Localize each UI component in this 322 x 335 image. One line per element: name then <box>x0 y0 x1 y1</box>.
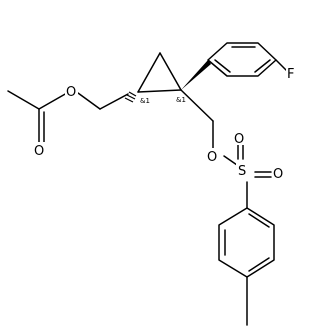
hashed-wedge-left <box>124 91 137 103</box>
ch2-to-cyclopropane-bond <box>99 93 129 110</box>
tosyl-ester-oxygen-label: O <box>207 150 217 165</box>
ester-oxygen-to-ch2-bond <box>77 92 101 110</box>
fluorophenyl-ring <box>207 42 277 77</box>
right-stereo-label: &1 <box>176 96 186 104</box>
bold-wedge-to-aryl <box>181 60 211 90</box>
cyclopropane-bond-top-right <box>159 52 182 91</box>
fluorine-label: F <box>287 67 294 82</box>
tolyl-ring <box>218 207 275 278</box>
sulfonyl-oxygen-top-label: O <box>234 132 244 147</box>
right-stereocenter-to-ch2-bond <box>180 89 214 122</box>
fluorophenyl-inner-bond-3 <box>214 59 231 73</box>
cyclopropane-bond-left-top <box>137 52 161 93</box>
carbonyl-oxygen-label: O <box>34 144 44 159</box>
acetyl-ester-bond <box>38 92 68 110</box>
left-stereo-label: &1 <box>140 97 150 105</box>
ester-oxygen-label: O <box>66 85 76 100</box>
sulfur-label: S <box>238 164 246 179</box>
acetyl-methyl-bond <box>7 90 40 110</box>
cyclopropane-bond-left-right <box>137 89 182 93</box>
tosyl-oxygen-to-sulfur-bond <box>223 155 238 166</box>
tolyl-inner-bond-1 <box>248 213 270 228</box>
fluorophenyl-inner-bond-2 <box>254 59 271 73</box>
tolyl-inner-bond-2 <box>248 257 270 272</box>
sulfonyl-oxygen-right-label: O <box>273 167 283 182</box>
